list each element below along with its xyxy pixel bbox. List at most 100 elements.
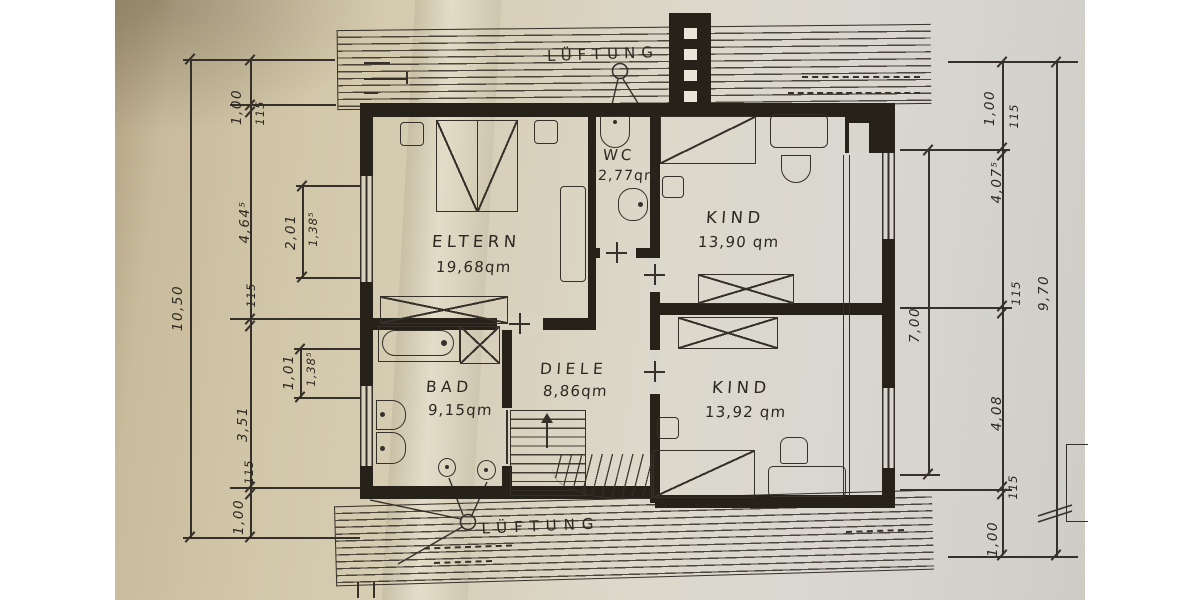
dim-ext-line [900,474,940,476]
room-area-wc: 2,77qm [597,168,660,184]
dim-ext-line [294,397,360,399]
dim-label: 9,70 [1036,274,1052,312]
wc-sink [600,116,630,148]
shower [460,326,500,364]
dim-line-right-outer [1056,62,1058,556]
band-dash-marks-right [788,92,920,94]
room-area-eltern: 19,68qm [435,258,513,276]
dim-ext-line [230,318,360,320]
floor-drain [438,458,456,477]
room-name-kind-top: KIND [705,208,766,227]
dim-label: 4,08 [989,394,1005,432]
dim-label: 4,07⁵ [989,160,1005,204]
dim-wall-label: 115 [244,282,258,308]
dim-ext-line [296,277,360,279]
window-kind-bottom [882,388,895,468]
door-mark-eltern [509,313,530,334]
band-dash-marks-right [802,76,920,78]
window-eltern [360,176,373,282]
desk [770,114,828,148]
wc-sink-faucet [613,120,617,124]
desk [768,466,846,497]
washbasin [376,432,406,464]
door-leaf-bad [506,410,508,464]
shelf [560,186,586,282]
floor-drain [477,460,496,480]
room-name-bad: BAD [425,378,474,396]
bed-fold-line [477,121,517,211]
dim-ext-line [183,59,335,61]
dim-label: 10,50 [170,284,186,332]
dim-line-left-inner-lower [300,349,302,397]
double-bed [436,120,518,212]
toilet-flush [638,202,643,207]
room-area-kind-top: 13,90 qm [697,233,781,251]
dim-label: 1,38⁵ [304,351,318,387]
dim-ext-line [900,489,1012,491]
outer-wall-bottom-right [655,495,895,508]
nightstand [400,122,424,146]
floor-drain-center [445,465,449,469]
chimney [669,13,711,112]
wall-notch-inner [849,123,869,153]
dim-wall-label: 115 [242,459,256,485]
dim-label: 1,00 [229,88,245,126]
toilet [618,188,648,221]
dim-ext-line [183,537,360,539]
dim-ext-line [230,104,336,106]
roof-band-top [336,23,932,111]
edge-tick [357,582,359,598]
dim-ext-line [948,556,1078,558]
bathtub-drain [441,340,447,346]
window-bad [360,386,373,466]
bed [653,450,755,498]
wall-kind-divider [650,303,895,315]
dim-label: 2,01 [283,213,299,251]
dim-ext-line [900,149,1010,151]
wall-eltern-right [588,117,596,330]
nightstand [534,120,558,144]
dim-wall-label: 115 [1007,103,1021,129]
chimney-flue [683,28,697,39]
bed [660,116,756,164]
wardrobe [380,296,508,324]
dim-label: 1,38⁵ [306,211,320,247]
dim-label: 1,00 [985,520,1001,558]
bathtub-inner [382,330,454,356]
room-name-wc: WC [602,146,635,164]
floor-drain-center [484,468,488,472]
chair [780,437,808,464]
dim-label: 1,00 [982,89,998,127]
stair-up-arrow [541,413,553,423]
dim-label: 3,51 [235,405,251,443]
dim-wall-label: 115 [253,100,267,126]
dim-ext-line [230,487,360,489]
washbasin [376,400,406,430]
adjacent-drawing-fragment [1066,444,1088,522]
room-name-diele: DIELE [539,360,608,378]
door-mark-wc [606,242,627,263]
nightstand [662,176,684,198]
stair-arrow-stem [546,422,548,448]
wall-wc-right [650,117,660,262]
dim-ext-line [900,307,1012,309]
dim-label: 4,64⁵ [237,200,253,244]
chimney-flue [683,49,697,60]
dim-ext-line [948,61,1078,63]
dim-label: 1,00 [231,498,247,536]
edge-tick [373,582,375,598]
bathtub [378,326,460,362]
dim-label: 7,00 [907,306,923,344]
dim-line-left-outer [190,59,192,537]
room-area-bad: 9,15qm [427,401,494,419]
wardrobe [678,317,778,349]
chair [781,155,811,183]
door-mark-kind-top [644,264,665,285]
room-area-diele: 8,86qm [542,382,609,400]
outer-wall-top [360,103,895,117]
dim-line-left-inner-upper [302,186,304,277]
dim-line-right-inner [928,150,930,474]
wardrobe [698,274,794,304]
sill-line [843,155,845,495]
